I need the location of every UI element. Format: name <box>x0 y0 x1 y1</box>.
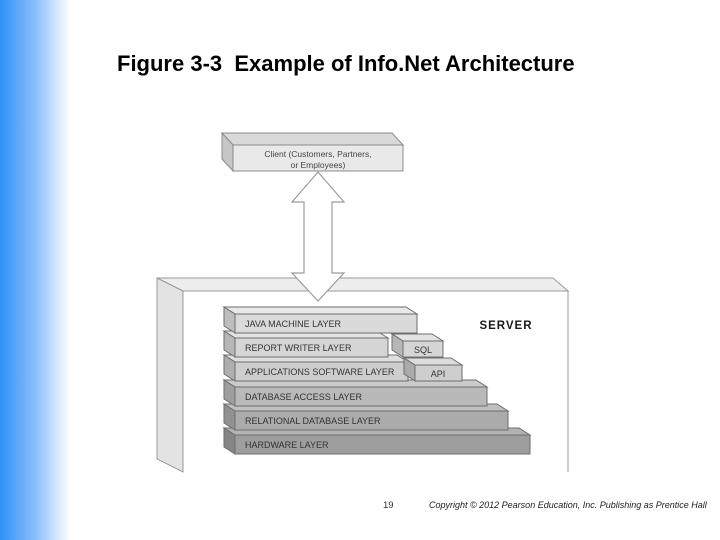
client-box-top <box>220 132 405 146</box>
layer-front-face <box>234 313 418 334</box>
layer-front-face <box>234 386 488 407</box>
layer-label: APPLICATIONS SOFTWARE LAYER <box>245 367 395 377</box>
client-box-front <box>232 144 404 172</box>
copyright-text: Copyright © 2012 Pearson Education, Inc.… <box>429 500 707 510</box>
layer-slab-hardware: HARDWARE LAYER <box>222 427 532 455</box>
slide-title: Figure 3-3 Example of Info.Net Architect… <box>117 51 575 76</box>
layer-label: RELATIONAL DATABASE LAYER <box>245 416 381 426</box>
layer-front-face <box>234 410 509 431</box>
sql-label: SQL <box>414 345 432 355</box>
layer-slab-database-access: DATABASE ACCESS LAYER <box>222 379 489 407</box>
layer-slab-report-writer: REPORT WRITER LAYER <box>222 330 390 358</box>
updown-arrow-icon <box>290 171 346 302</box>
layer-top-face <box>222 306 419 315</box>
layer-slab-relational-database: RELATIONAL DATABASE LAYER <box>222 403 510 431</box>
client-label-line1: Client (Customers, Partners, <box>264 149 371 159</box>
server-box-side <box>156 277 184 473</box>
layer-front-face <box>234 434 531 455</box>
api-label: API <box>431 369 446 379</box>
server-box-top <box>156 277 570 292</box>
layer-front-face <box>234 337 389 358</box>
layer-slab-java-machine: JAVA MACHINE LAYER <box>222 306 419 334</box>
layer-slab-applications-software: APPLICATIONS SOFTWARE LAYER <box>222 354 410 382</box>
api-front-face <box>414 364 463 382</box>
api-slab: API <box>402 357 464 382</box>
layer-label: HARDWARE LAYER <box>245 440 329 450</box>
server-box-front-edges <box>182 290 569 472</box>
accent-gradient-bar <box>0 0 70 540</box>
layer-label: REPORT WRITER LAYER <box>245 343 352 353</box>
client-box: Client (Customers, Partners, or Employee… <box>220 131 405 173</box>
sql-slab: SQL <box>390 333 445 358</box>
server-label: SERVER <box>479 320 532 332</box>
sql-front-face <box>402 340 444 358</box>
layer-label: DATABASE ACCESS LAYER <box>245 392 363 402</box>
layer-label: JAVA MACHINE LAYER <box>245 319 342 329</box>
page-number: 19 <box>383 500 394 511</box>
client-label-line2: or Employees) <box>291 160 346 170</box>
